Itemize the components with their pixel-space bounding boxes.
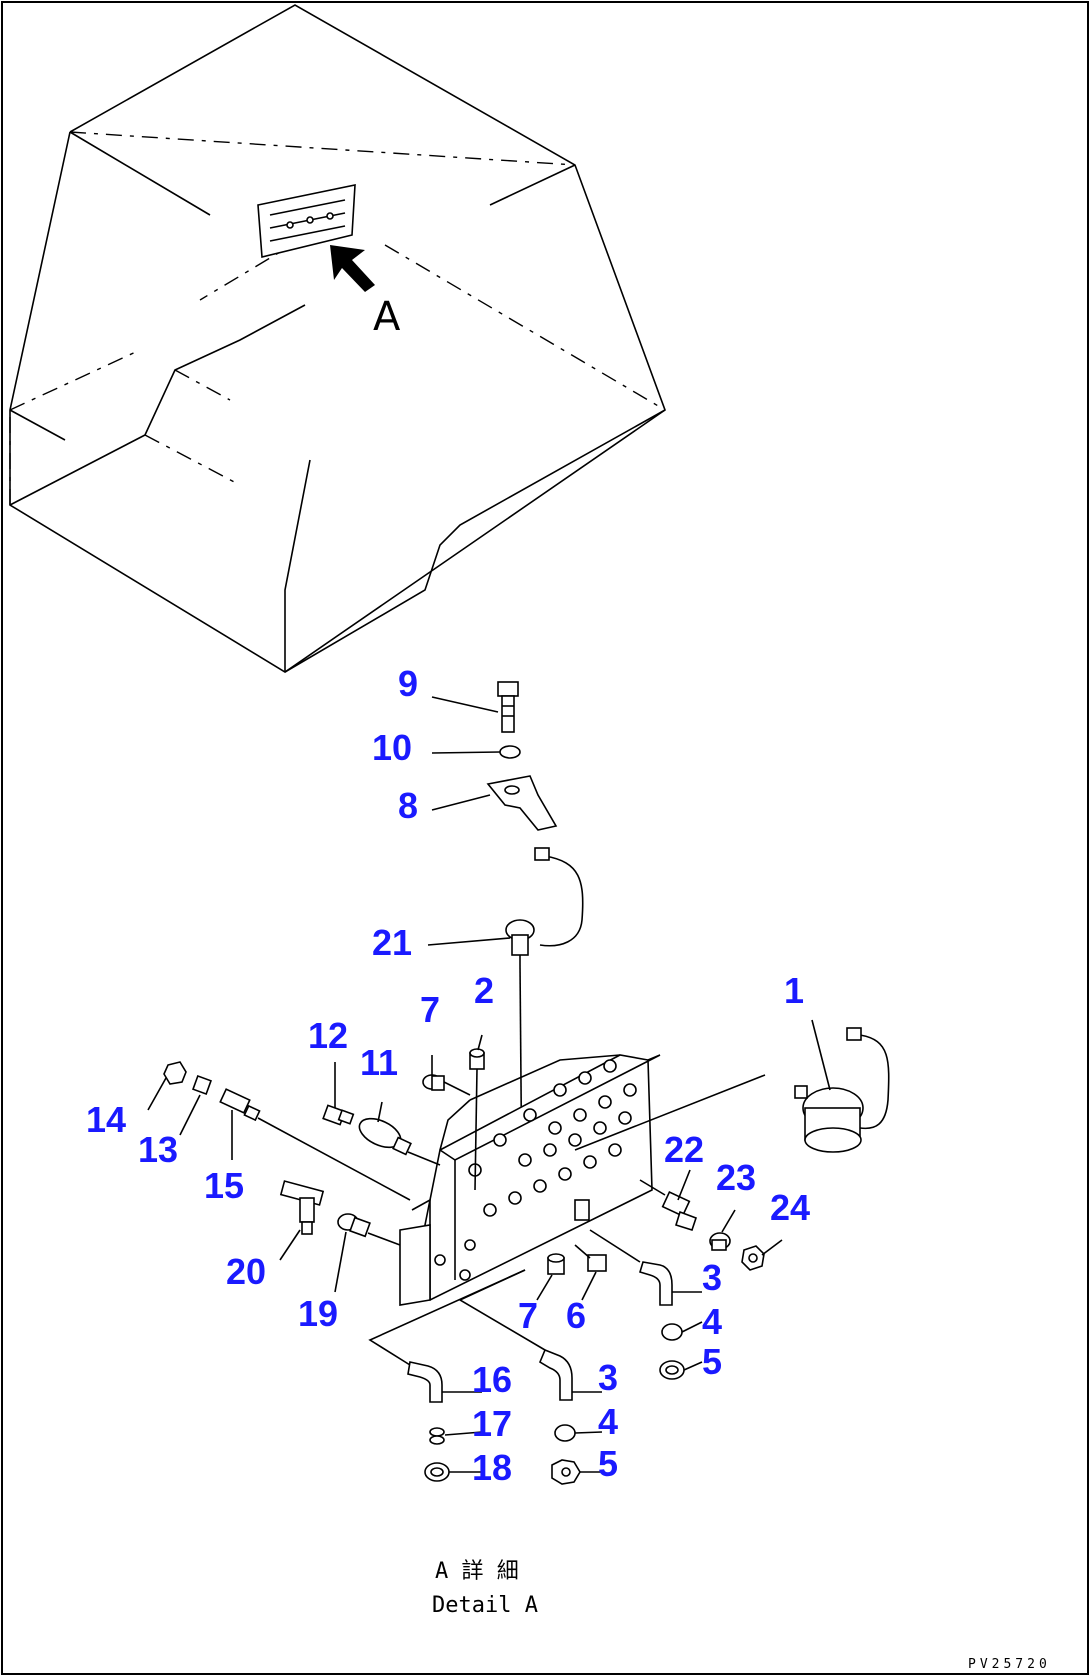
block-ports <box>434 1059 637 1281</box>
seal-part-4-right <box>661 1323 683 1341</box>
detail-letter: A <box>373 294 401 340</box>
callout-16: 16 <box>472 1359 512 1400</box>
callout-2: 2 <box>474 970 494 1011</box>
connector-plug <box>534 847 550 861</box>
elbow-part-19 <box>337 1213 401 1246</box>
callout-19: 19 <box>298 1293 338 1334</box>
solenoid-part-1 <box>574 1027 890 1153</box>
callout-3-lower: 3 <box>598 1357 618 1398</box>
callout-labels: 9 10 8 21 1 7 2 12 11 14 13 15 22 23 24 … <box>86 663 810 1488</box>
callout-23: 23 <box>716 1157 756 1198</box>
callout-18: 18 <box>472 1447 512 1488</box>
valve-panel-thumbnail <box>257 184 356 259</box>
bracket-part-8 <box>486 775 558 831</box>
nut-part-5-lower <box>551 1459 581 1485</box>
tee-fitting-part-20 <box>279 1180 325 1235</box>
callout-13: 13 <box>138 1129 178 1170</box>
drawing-code: PV25720 <box>968 1657 1051 1672</box>
callout-17: 17 <box>472 1403 512 1444</box>
callout-14: 14 <box>86 1099 126 1140</box>
callout-20: 20 <box>226 1251 266 1292</box>
callout-10: 10 <box>372 727 412 768</box>
nut-part-18 <box>424 1462 450 1482</box>
connector-part-11 <box>358 1117 441 1166</box>
detail-a-assembly <box>147 681 890 1485</box>
pressure-switch-part-22 <box>639 1179 698 1231</box>
callout-7-lower: 7 <box>518 1295 538 1336</box>
fitting-part-15 <box>219 1088 261 1122</box>
wire-harness-21 <box>539 855 584 947</box>
elbow-part-3-lower <box>538 1348 573 1401</box>
nipple-part-13 <box>192 1075 212 1095</box>
seal-part-4-lower <box>554 1424 576 1442</box>
callout-11: 11 <box>360 1042 398 1083</box>
sensor-part-21 <box>505 919 535 965</box>
plug-part-7-lower <box>547 1253 565 1275</box>
plug-part-23 <box>709 1232 731 1251</box>
callout-4-right: 4 <box>702 1301 722 1342</box>
caption-japanese: A 詳 細 <box>435 1559 519 1584</box>
leader-lines <box>147 696 831 1473</box>
plug-part-7-upper <box>422 1074 471 1096</box>
callout-1: 1 <box>784 970 804 1011</box>
callout-3-right: 3 <box>702 1257 722 1298</box>
callout-9: 9 <box>398 663 418 704</box>
fitting-part-12 <box>322 1104 355 1126</box>
view-arrow-icon <box>330 245 375 292</box>
leader-15-to-block <box>257 1117 411 1201</box>
callout-21: 21 <box>372 922 412 963</box>
callout-7-upper: 7 <box>420 989 440 1030</box>
callout-24: 24 <box>770 1187 810 1228</box>
bolt-part-9 <box>497 681 519 733</box>
nut-part-24 <box>741 1245 765 1271</box>
callout-5-lower: 5 <box>598 1443 618 1484</box>
cab-housing: A <box>9 4 666 673</box>
callout-6: 6 <box>566 1295 586 1336</box>
callout-5-right: 5 <box>702 1341 722 1382</box>
caption-detail: Detail A <box>432 1593 538 1618</box>
seal-part-17 <box>429 1427 445 1445</box>
cap-part-14 <box>163 1061 187 1085</box>
elbow-part-3-right <box>589 1229 673 1306</box>
nut-part-5-right <box>659 1360 685 1380</box>
valve-block <box>399 1054 661 1306</box>
washer-part-10 <box>499 745 521 759</box>
pipe-to-3-lower <box>458 1269 546 1351</box>
callout-22: 22 <box>664 1129 704 1170</box>
callout-15: 15 <box>204 1165 244 1206</box>
elbow-part-16 <box>407 1361 443 1403</box>
plug-part-2 <box>469 1048 485 1191</box>
plug-part-6 <box>574 1244 607 1272</box>
callout-8: 8 <box>398 785 418 826</box>
callout-4-lower: 4 <box>598 1401 618 1442</box>
callout-12: 12 <box>308 1015 348 1056</box>
